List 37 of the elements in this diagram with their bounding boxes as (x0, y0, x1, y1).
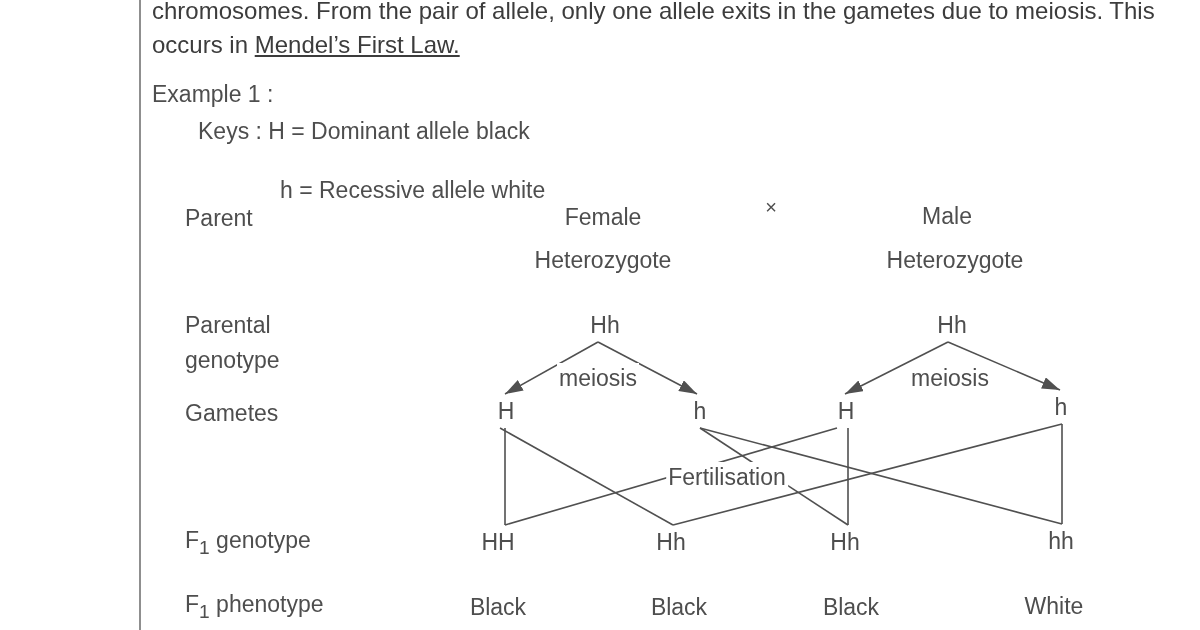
arrow (947, 341, 1061, 391)
offspring-genotype-text: HH (475, 525, 521, 559)
phenotype-text: Black (822, 593, 880, 622)
column-heading: Male (922, 202, 972, 231)
parent-genotype-text: Hh (584, 308, 626, 342)
gamete-allele-text: H (491, 394, 521, 428)
offspring-genotype-text: hh (1042, 524, 1080, 558)
underlined-term: Mendel’s First Law. (254, 31, 460, 58)
gamete-allele-text: h (687, 394, 713, 428)
example-heading: Example 1 : (152, 80, 274, 109)
parent-genotype-text: Hh (931, 308, 973, 342)
connector-line (504, 427, 506, 526)
arrow (504, 341, 599, 395)
offspring-genotype-text: Hh (824, 525, 866, 559)
key-text: h = Recessive allele white (280, 176, 546, 205)
gamete-allele-text: H (831, 394, 861, 428)
arrow (844, 341, 949, 395)
column-heading: Female (564, 203, 642, 232)
zygosity-label: Heterozygote (886, 246, 1024, 275)
offspring-genotype-text: Hh (650, 525, 692, 559)
row-label: Gametes (185, 399, 279, 428)
key-text: Keys : H = Dominant allele black (198, 117, 530, 146)
row-label: F$_{1}$ genotype (185, 526, 311, 560)
phenotype-text: Black (650, 593, 708, 622)
intro-paragraph: chromosomes. From the pair of allele, only one allele exits in the gametes due to meiosis. This occurs in Mendel’s First Law. (152, 0, 1156, 60)
arrow (597, 341, 698, 395)
cross-sign: × (765, 195, 777, 220)
row-label: Parent (185, 204, 253, 233)
row-label: Parental genotype (185, 311, 281, 375)
phenotype-text: White (1024, 592, 1084, 621)
connector-line (1061, 423, 1063, 525)
phenotype-text: Black (469, 593, 527, 622)
connector-line (847, 427, 849, 526)
row-label: F$_{1}$ phenotype (185, 590, 324, 624)
zygosity-label: Heterozygote (534, 246, 672, 275)
gamete-allele-text: h (1048, 390, 1074, 424)
connector-line (499, 427, 674, 526)
